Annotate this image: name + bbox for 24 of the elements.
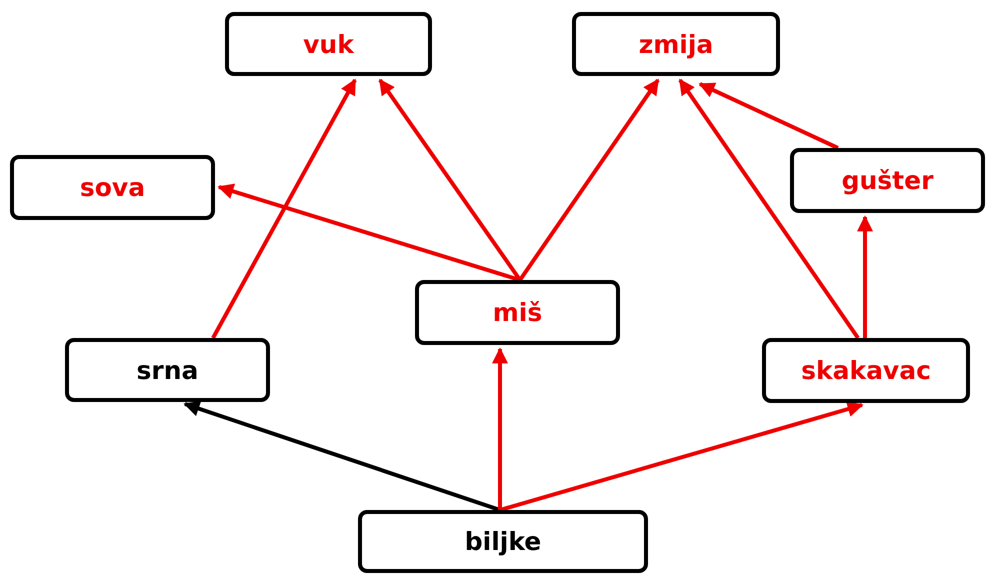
food-chain-box xyxy=(572,12,780,76)
arrow xyxy=(492,347,508,510)
food-chain-box xyxy=(762,338,970,403)
arrow xyxy=(518,78,660,282)
organism-label: sova xyxy=(80,173,146,202)
arrow xyxy=(499,401,864,512)
arrow xyxy=(698,82,839,150)
food-chain-box xyxy=(65,338,270,402)
arrow xyxy=(211,78,357,339)
organism-label: gušter xyxy=(842,166,934,195)
organism-label: zmija xyxy=(638,30,714,58)
organism-label: biljke xyxy=(464,527,542,556)
food-chain-box xyxy=(415,280,620,345)
food-chain-box xyxy=(790,148,985,213)
organism-label: vuk xyxy=(303,30,354,58)
arrow xyxy=(857,215,873,338)
food-chain-box xyxy=(225,12,432,76)
food-chain-box xyxy=(358,510,648,573)
organism-label: miš xyxy=(492,298,542,327)
organism-label: srna xyxy=(136,356,198,384)
food-chain-box xyxy=(10,155,215,220)
organism-label: skakavac xyxy=(801,356,931,385)
arrow xyxy=(183,401,501,512)
arrow xyxy=(678,78,860,340)
